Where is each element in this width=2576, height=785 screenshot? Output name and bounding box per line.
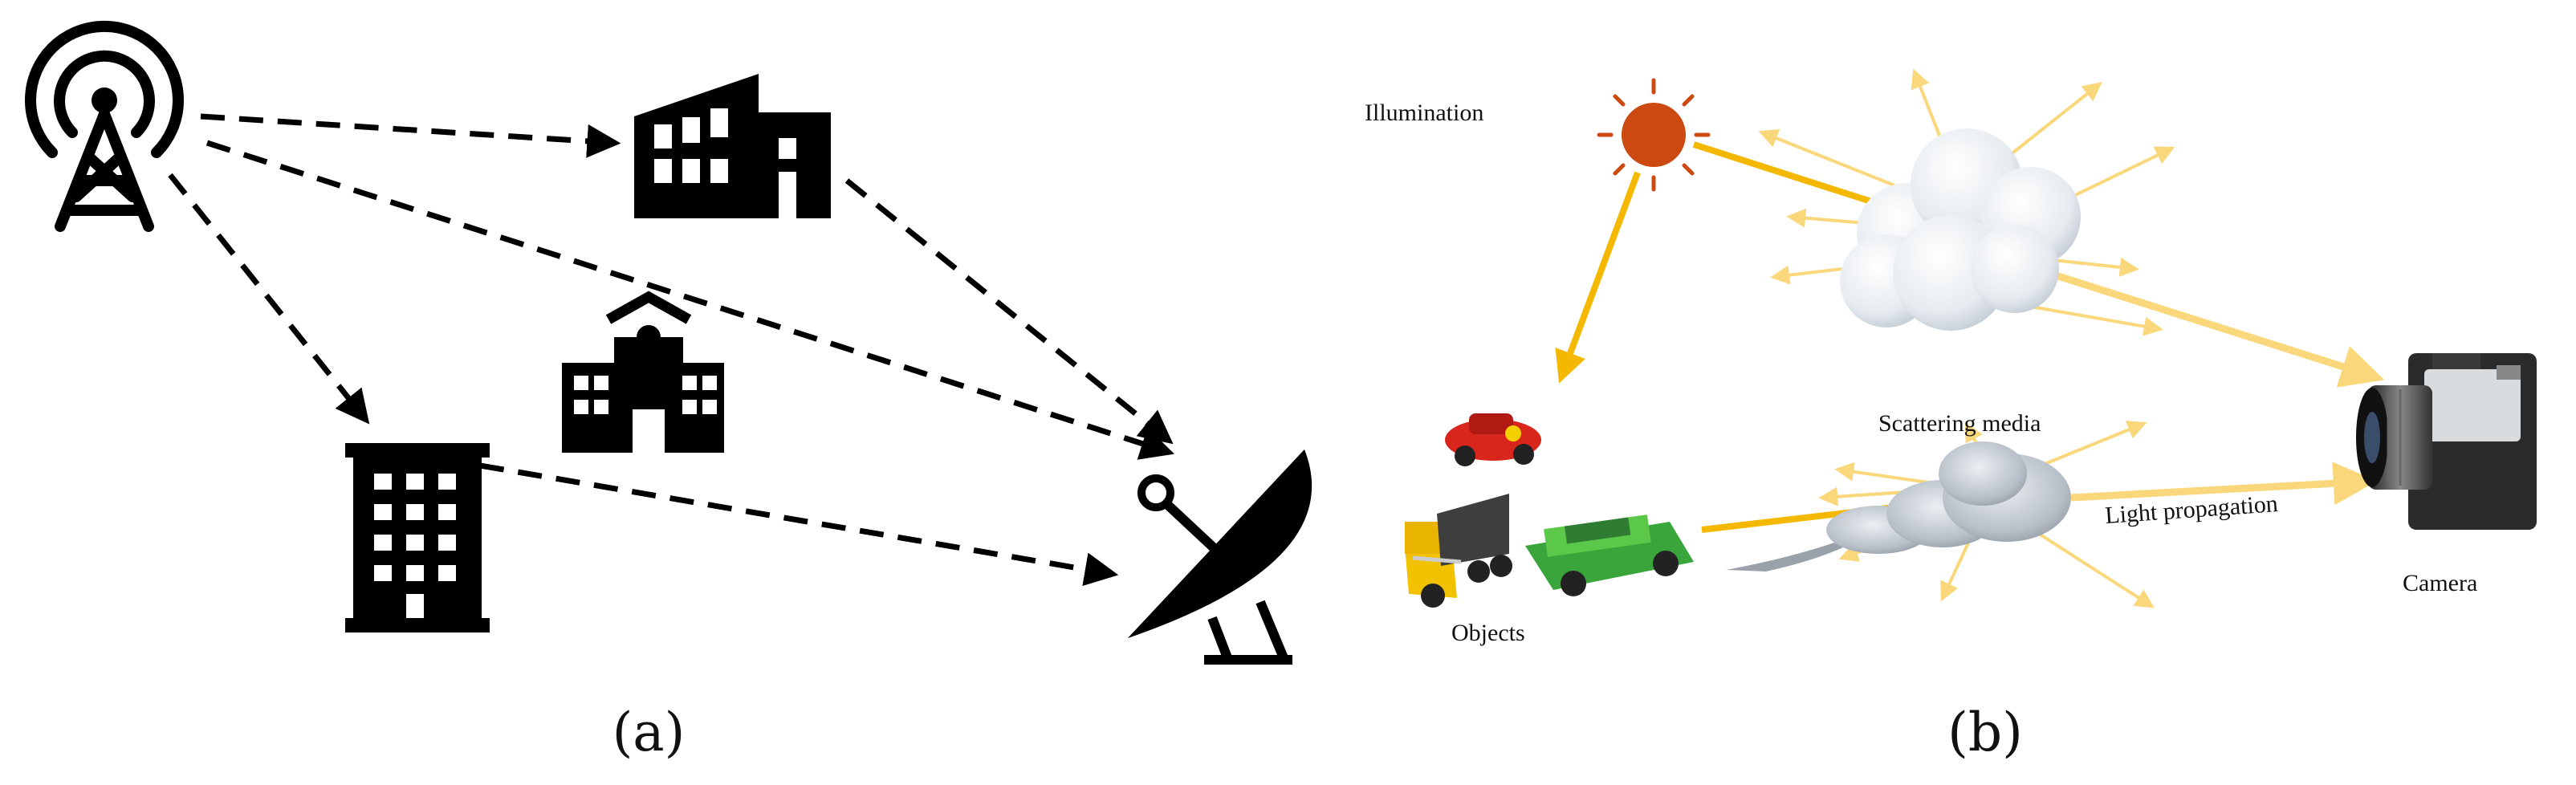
label-illumination: Illumination [1365, 100, 1483, 126]
ray-cloud-to-camera [2023, 265, 2376, 377]
caption-a: (a) [612, 702, 686, 763]
path-tall-building-to-dish [480, 466, 1112, 574]
path-office-to-dish [847, 181, 1168, 440]
label-objects: Objects [1451, 620, 1525, 646]
red-car-icon [1445, 413, 1541, 466]
satellite-dish-icon [1128, 449, 1312, 660]
green-jeep-icon [1525, 515, 1694, 596]
cloud-icon [1840, 128, 2081, 331]
label-camera: Camera [2403, 570, 2477, 596]
office-building-icon [634, 74, 831, 218]
label-scattering-media: Scattering media [1878, 410, 2041, 437]
smoke-icon [1726, 441, 2071, 571]
radio-tower-icon [31, 26, 178, 226]
dump-truck-icon [1405, 494, 1512, 608]
tall-building-icon [345, 443, 490, 632]
panel-b: Illumination Scattering media Light prop… [1365, 72, 2537, 763]
path-tower-to-office [201, 116, 614, 143]
school-icon [562, 297, 724, 453]
path-tower-to-tall-building [170, 175, 365, 419]
camera-icon [2356, 353, 2537, 530]
sun-icon [1599, 80, 1708, 189]
caption-b: (b) [1947, 702, 2023, 763]
ray-sun-to-objects [1561, 173, 1638, 377]
panel-a: (a) [31, 26, 1312, 763]
